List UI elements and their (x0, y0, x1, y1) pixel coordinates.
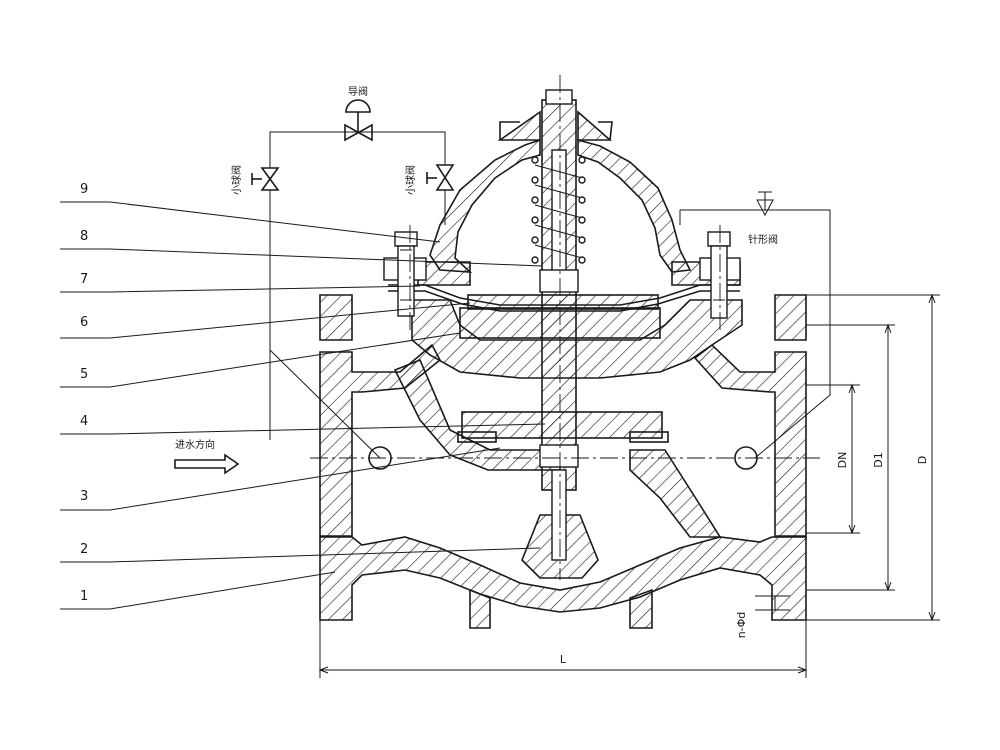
pilot-piping (269, 131, 831, 459)
pilot-valve-label: 导阀 (348, 85, 368, 98)
callout-3: 3 (80, 489, 88, 504)
ball-valve-right-icon (426, 164, 455, 191)
needle-valve-label: 针形阀 (748, 233, 778, 246)
pilot-valve-icon (344, 99, 373, 142)
dimensions: DN D1 D L n-Φd (318, 293, 940, 678)
callout-6: 6 (80, 315, 88, 330)
ball-valve-left-label: 小球阀 (230, 165, 243, 195)
callouts: 9 8 7 6 5 4 3 2 1 (60, 182, 546, 610)
callout-4: 4 (80, 414, 88, 429)
callout-5: 5 (80, 367, 88, 382)
callout-2: 2 (80, 542, 88, 557)
callout-1: 1 (80, 589, 88, 604)
callout-8: 8 (80, 229, 88, 244)
dim-l: L (560, 653, 567, 666)
dim-d1: D1 (872, 452, 885, 467)
spring (531, 156, 586, 264)
dim-dn: DN (836, 452, 849, 469)
ball-valve-left-icon (251, 167, 280, 191)
dim-bolt-holes: n-Φd (735, 612, 748, 639)
right-arrow-icon (174, 453, 240, 475)
callout-9: 9 (80, 182, 88, 197)
valve-body (319, 294, 807, 629)
ball-valve-right-label: 小球阀 (404, 165, 417, 195)
flow-direction-label: 进水方向 (175, 438, 215, 451)
bolt-right (699, 231, 741, 319)
dim-d: D (916, 456, 929, 464)
callout-7: 7 (80, 272, 88, 287)
